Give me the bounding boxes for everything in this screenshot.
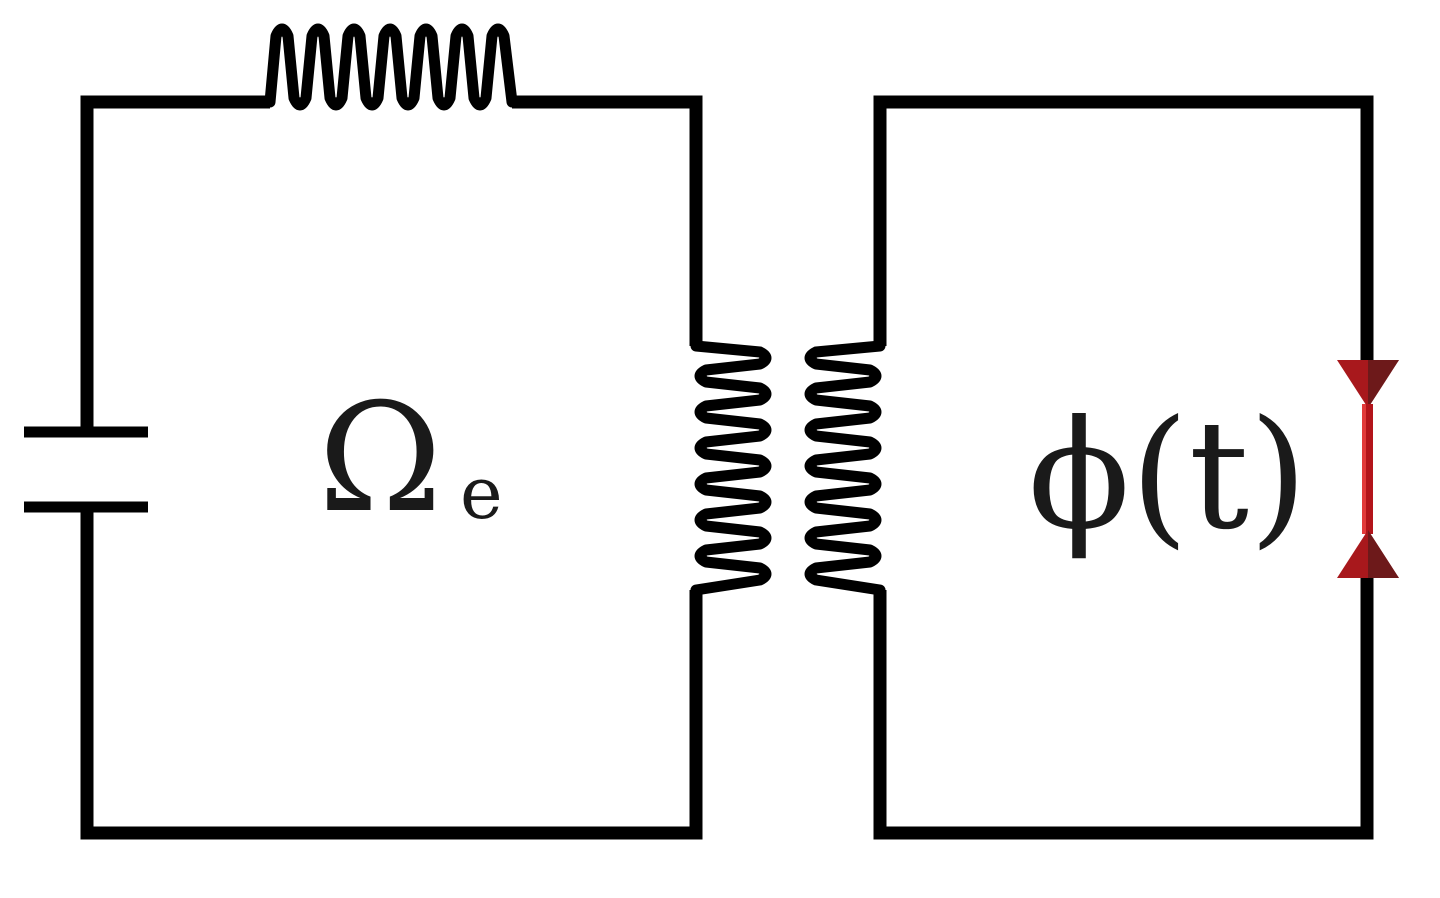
left-loop-top-left-wire <box>80 95 270 432</box>
left-loop: Ω e <box>24 23 703 840</box>
mutual-inductance-coupling <box>690 340 886 596</box>
right-coupling-coil-icon <box>804 340 886 596</box>
right-loop-label: ϕ(t) <box>1028 389 1308 563</box>
left-loop-label-subscript: e <box>460 451 503 535</box>
left-loop-top-right-wire <box>512 95 703 346</box>
right-loop-top-wire <box>873 95 1374 362</box>
right-loop-bottom-wire <box>873 576 1374 840</box>
left-loop-label: Ω <box>318 372 442 546</box>
top-inductor-icon <box>264 23 518 111</box>
left-coupling-coil-icon <box>690 340 772 596</box>
right-loop: ϕ(t) <box>873 95 1399 840</box>
josephson-junction-icon <box>1337 360 1399 578</box>
capacitor-icon <box>24 426 148 513</box>
left-loop-bottom-wire <box>80 507 703 840</box>
